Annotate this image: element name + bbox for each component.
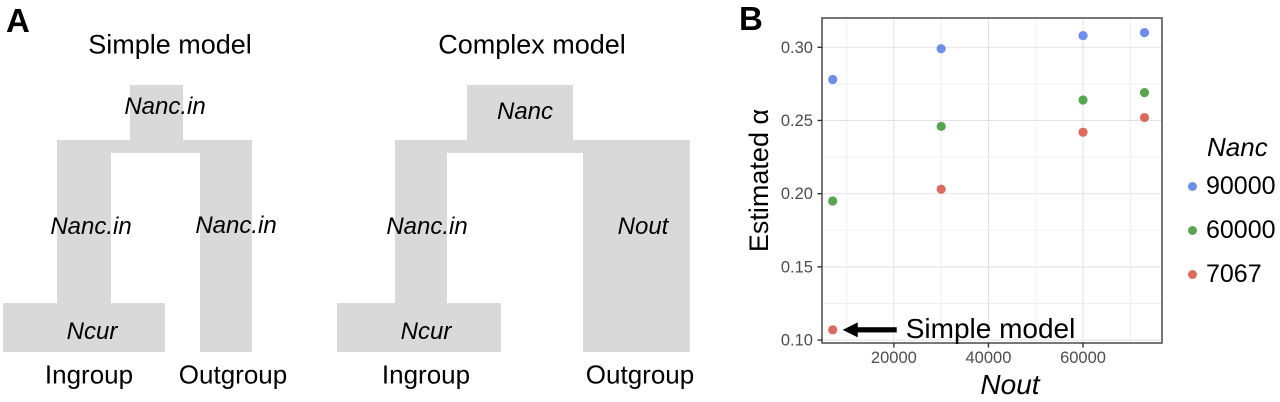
simple-model-current-pop-label: Ncur [66,318,118,345]
svg-text:0.30: 0.30 [781,39,813,57]
svg-text:0.20: 0.20 [781,185,813,203]
simple-model-right-branch-label: Nanc.in [195,212,277,239]
complex-model-current-pop-rect [337,303,501,352]
legend-dot-icon [1188,181,1197,191]
panel-a-label: A [6,2,30,39]
legend-title: Nanc [1207,132,1268,162]
svg-text:60000: 60000 [1060,349,1106,367]
legend-entry-label: 7067 [1206,259,1262,288]
legend-entry-label: 60000 [1206,215,1276,244]
complex-model-right-branch-label: Nout [617,213,669,240]
svg-text:Simple model: Simple model [906,313,1076,344]
complex-model-ancestral-label: Nanc [496,98,554,125]
simple-model-outgroup-label: Outgroup [178,359,288,390]
complex-model-outgroup-branch-rect [583,152,690,352]
svg-text:40000: 40000 [966,349,1012,367]
complex-model-title: Complex model [438,29,626,60]
simple-model-current-pop-rect [3,303,165,352]
panel-b-label: B [739,0,763,37]
legend-entry: 60000 [1183,208,1280,252]
y-axis-title: Estimated α [745,18,775,343]
complex-model-current-pop-label: Ncur [400,318,452,345]
complex-model-ingroup-branch-rect [395,152,447,303]
simple-model-ancestral-label: Nanc.in [124,93,206,120]
svg-text:0.25: 0.25 [781,112,813,130]
legend-dot-icon [1188,225,1197,235]
x-axis-title: Nout [980,369,1040,400]
simple-model-left-branch-label: Nanc.in [50,213,132,240]
legend-entry-label: 90000 [1206,171,1276,200]
svg-text:0.10: 0.10 [781,332,813,350]
svg-text:20000: 20000 [871,349,917,367]
simple-model-split-bar-rect [57,140,252,153]
complex-model-outgroup-label: Outgroup [585,359,695,390]
complex-model-left-branch-label: Nanc.in [386,213,468,240]
legend-entry: 90000 [1183,164,1280,208]
simple-model-outgroup-branch-rect [200,152,252,352]
svg-text:0.15: 0.15 [781,258,813,276]
legend-entry: 7067 [1183,252,1280,296]
legend-entries: 90000 60000 7067 [1183,164,1280,296]
legend-dot-icon [1188,269,1197,279]
simple-model-ingroup-branch-rect [57,152,111,303]
complex-model-ingroup-label: Ingroup [381,359,471,390]
complex-model-split-bar-rect [395,140,690,153]
scatter-plot: 20000 40000 60000 0.10 0.15 0.20 0.25 0.30Simpl… [781,17,1163,367]
simple-model-ingroup-label: Ingroup [44,359,134,390]
legend: Nanc 90000 60000 7067 [1183,132,1280,296]
simple-model-ancestral-rect [130,85,183,141]
y-axis-title-text: Estimated α [744,108,775,253]
complex-model-ancestral-rect [467,85,573,141]
simple-model-title: Simple model [88,29,252,60]
